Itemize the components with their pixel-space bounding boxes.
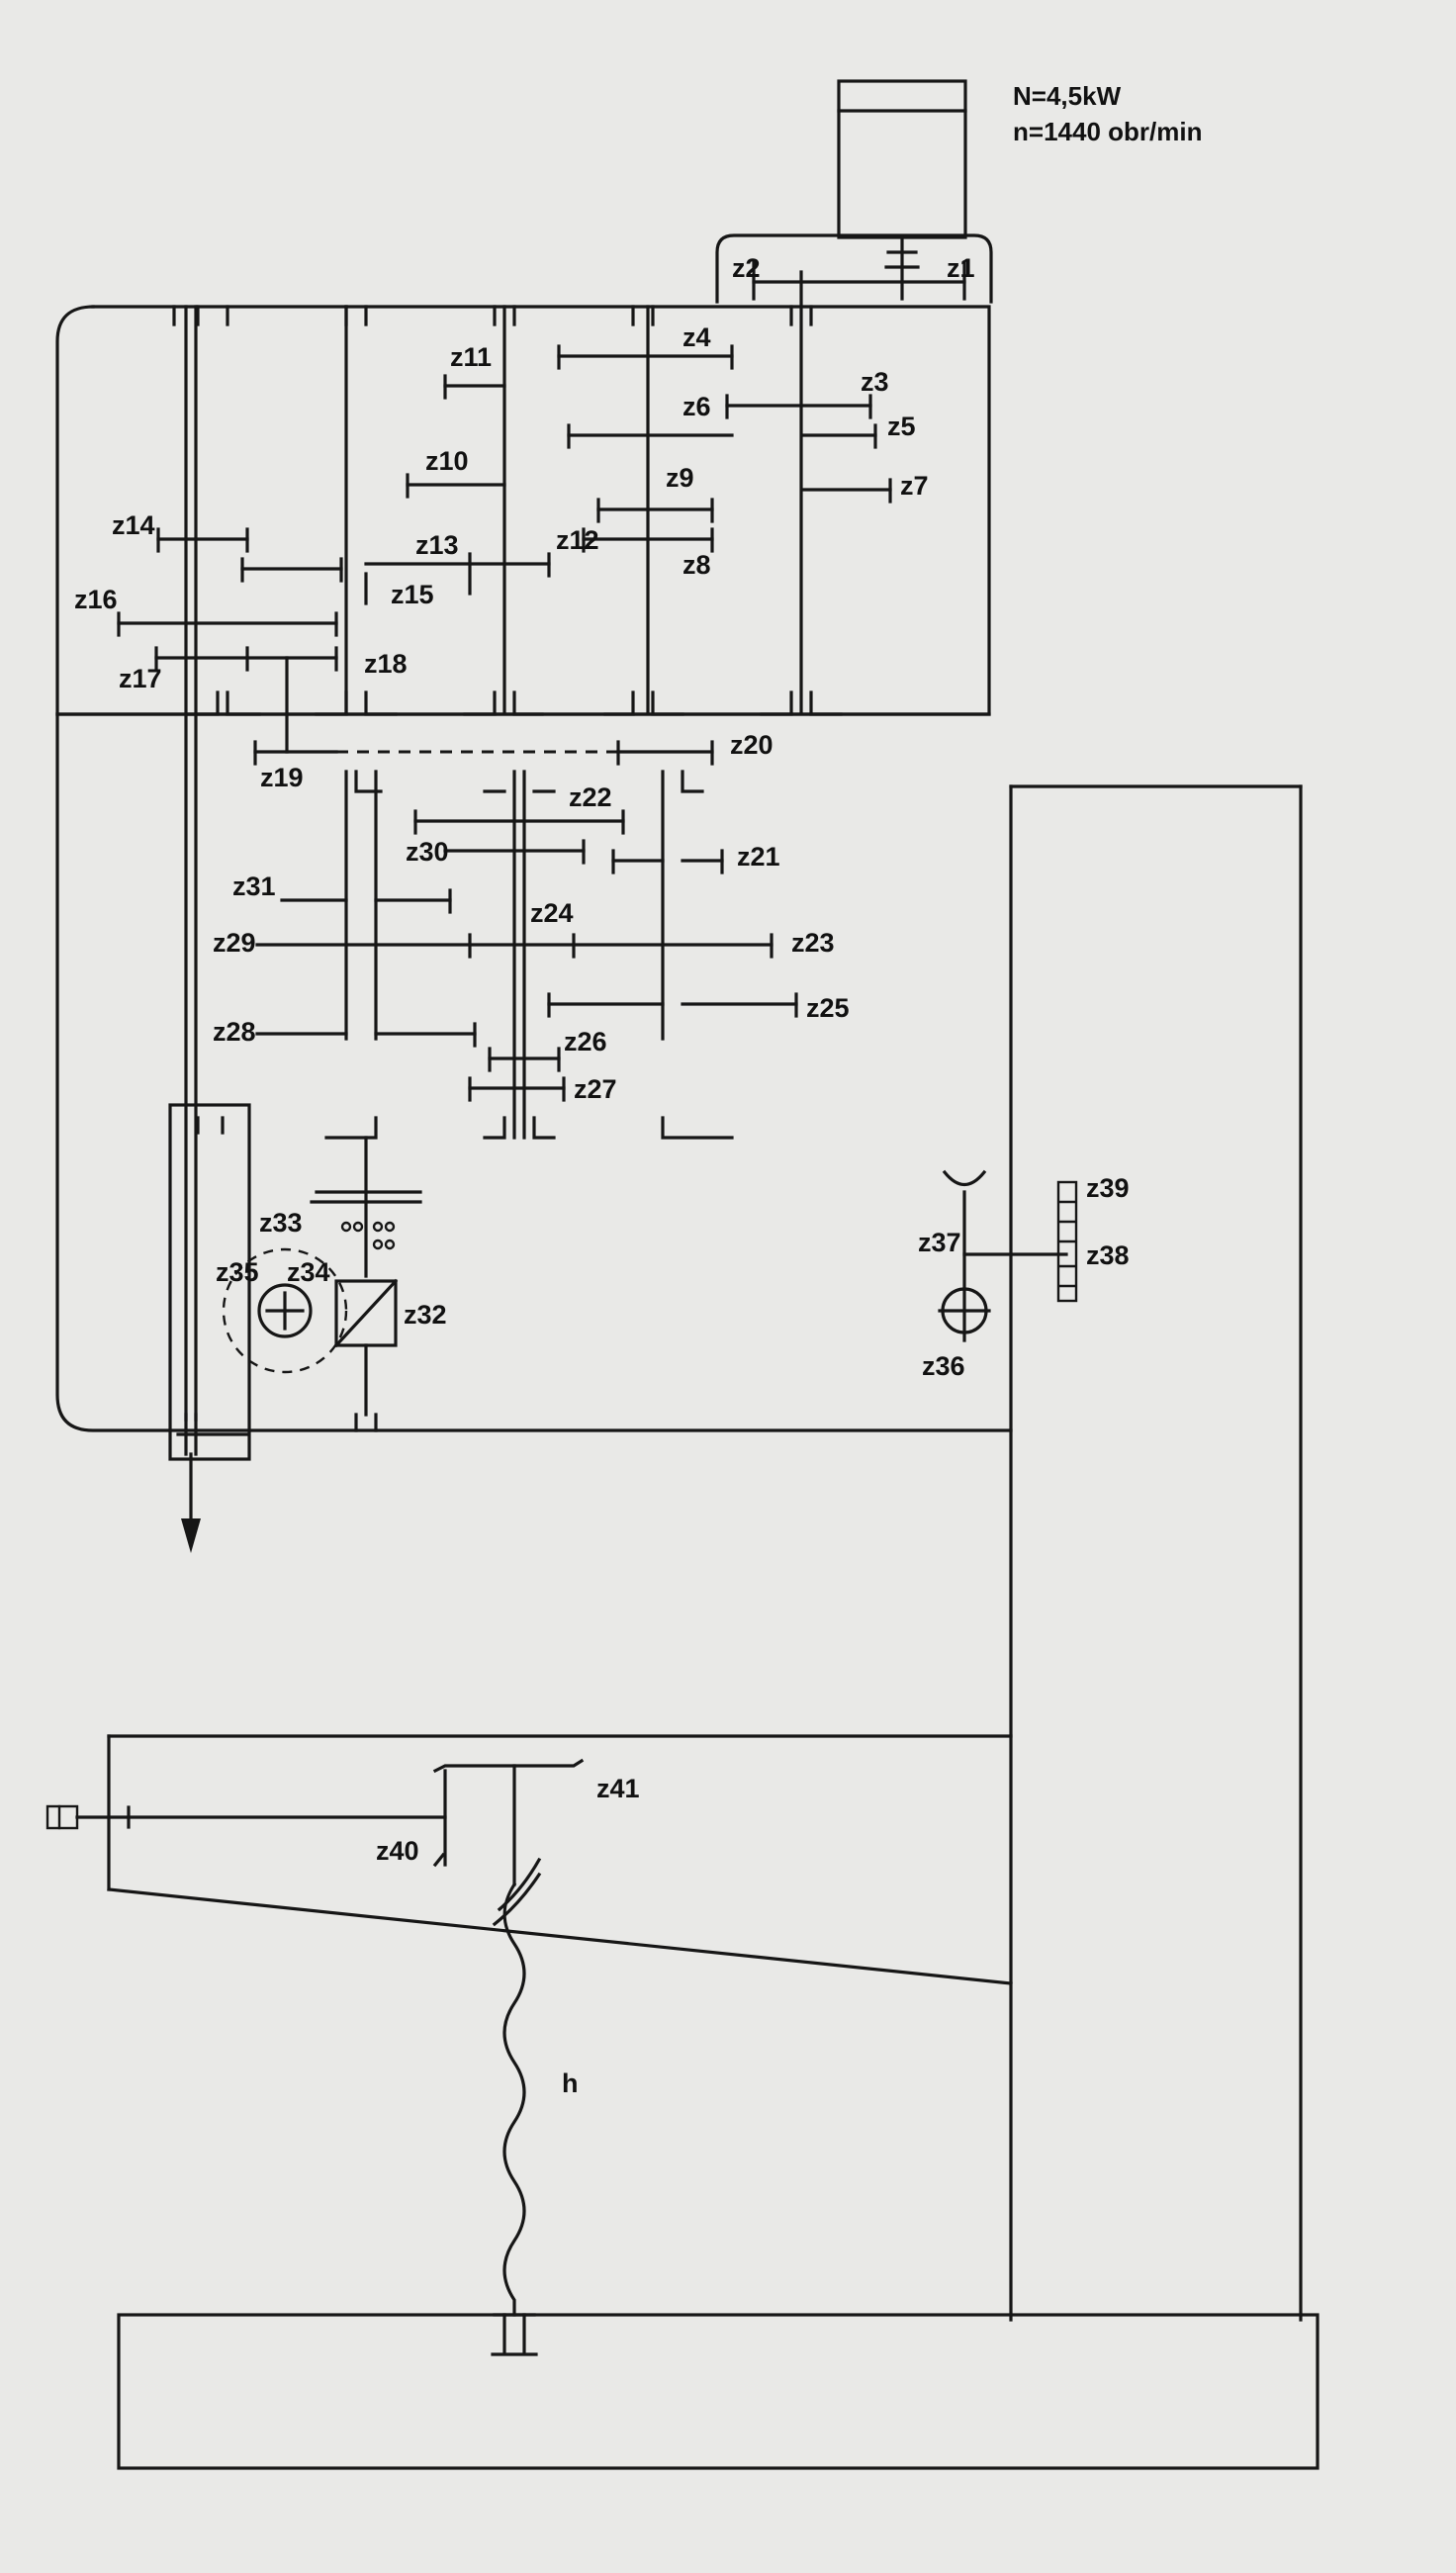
gear-label-z34: z34 bbox=[287, 1257, 330, 1287]
gear-label-z35: z35 bbox=[216, 1257, 259, 1287]
column bbox=[1009, 784, 1303, 2322]
gear-label-z22: z22 bbox=[569, 782, 612, 812]
gear-label-z37: z37 bbox=[918, 1228, 961, 1257]
gear-label-z31: z31 bbox=[232, 872, 276, 901]
gear-label-z40: z40 bbox=[376, 1836, 419, 1866]
gear-label-z1: z1 bbox=[947, 253, 975, 283]
gear-label-z19: z19 bbox=[260, 763, 304, 792]
gear-label-z39: z39 bbox=[1086, 1173, 1130, 1203]
gear-label-z8: z8 bbox=[682, 550, 711, 580]
gear-label-z5: z5 bbox=[887, 412, 916, 441]
gear-label-z16: z16 bbox=[74, 585, 118, 614]
gear-label-z12: z12 bbox=[556, 525, 599, 555]
spindle-feed bbox=[168, 1103, 422, 1553]
gear-label-z30: z30 bbox=[406, 837, 449, 867]
gear-label-z41: z41 bbox=[596, 1774, 640, 1803]
gear-label-z11: z11 bbox=[450, 342, 492, 372]
gear-label-z33: z33 bbox=[259, 1208, 303, 1238]
gear-label-z10: z10 bbox=[425, 446, 469, 476]
gear-labels: z2 z1 z4 z3 z6 z5 z7 z9 z8 z11 z10 z13 z… bbox=[74, 253, 1130, 2098]
gear-label-z24: z24 bbox=[530, 898, 574, 928]
transfer-shaft bbox=[253, 656, 714, 766]
gear-label-z17: z17 bbox=[119, 664, 162, 693]
gear-label-z25: z25 bbox=[806, 993, 850, 1023]
motor-power-text: N=4,5kW bbox=[1013, 81, 1122, 111]
gear-label-z14: z14 bbox=[112, 510, 155, 540]
gear-label-z15: z15 bbox=[391, 580, 434, 609]
gear-label-z3: z3 bbox=[861, 367, 889, 397]
gear-label-z36: z36 bbox=[922, 1351, 965, 1381]
gear-label-z21: z21 bbox=[737, 842, 780, 872]
gear-label-z4: z4 bbox=[682, 322, 711, 352]
gear-label-z27: z27 bbox=[574, 1074, 617, 1104]
gear-label-z32: z32 bbox=[404, 1300, 447, 1330]
gear-label-z28: z28 bbox=[213, 1017, 256, 1047]
motor-speed-text: n=1440 obr/min bbox=[1013, 117, 1202, 146]
screw-label-h: h bbox=[562, 2068, 579, 2098]
gear-label-z26: z26 bbox=[564, 1027, 607, 1057]
gear-label-z9: z9 bbox=[666, 463, 694, 493]
work-table bbox=[46, 1734, 1013, 1985]
upper-gear-train bbox=[117, 344, 892, 672]
feed-handwheel bbox=[938, 1169, 1078, 1342]
gear-label-z38: z38 bbox=[1086, 1241, 1130, 1270]
lower-gear-train bbox=[255, 770, 798, 1140]
gear-label-z29: z29 bbox=[213, 928, 256, 958]
gear-label-z20: z20 bbox=[730, 730, 774, 760]
gear-label-z18: z18 bbox=[364, 649, 408, 679]
machine-base bbox=[117, 2313, 1320, 2470]
motor bbox=[715, 79, 993, 304]
gear-label-z23: z23 bbox=[791, 928, 835, 958]
gear-label-z13: z13 bbox=[415, 530, 459, 560]
gear-label-z2: z2 bbox=[732, 253, 761, 283]
gear-label-z6: z6 bbox=[682, 392, 711, 421]
gear-label-z7: z7 bbox=[900, 471, 929, 501]
